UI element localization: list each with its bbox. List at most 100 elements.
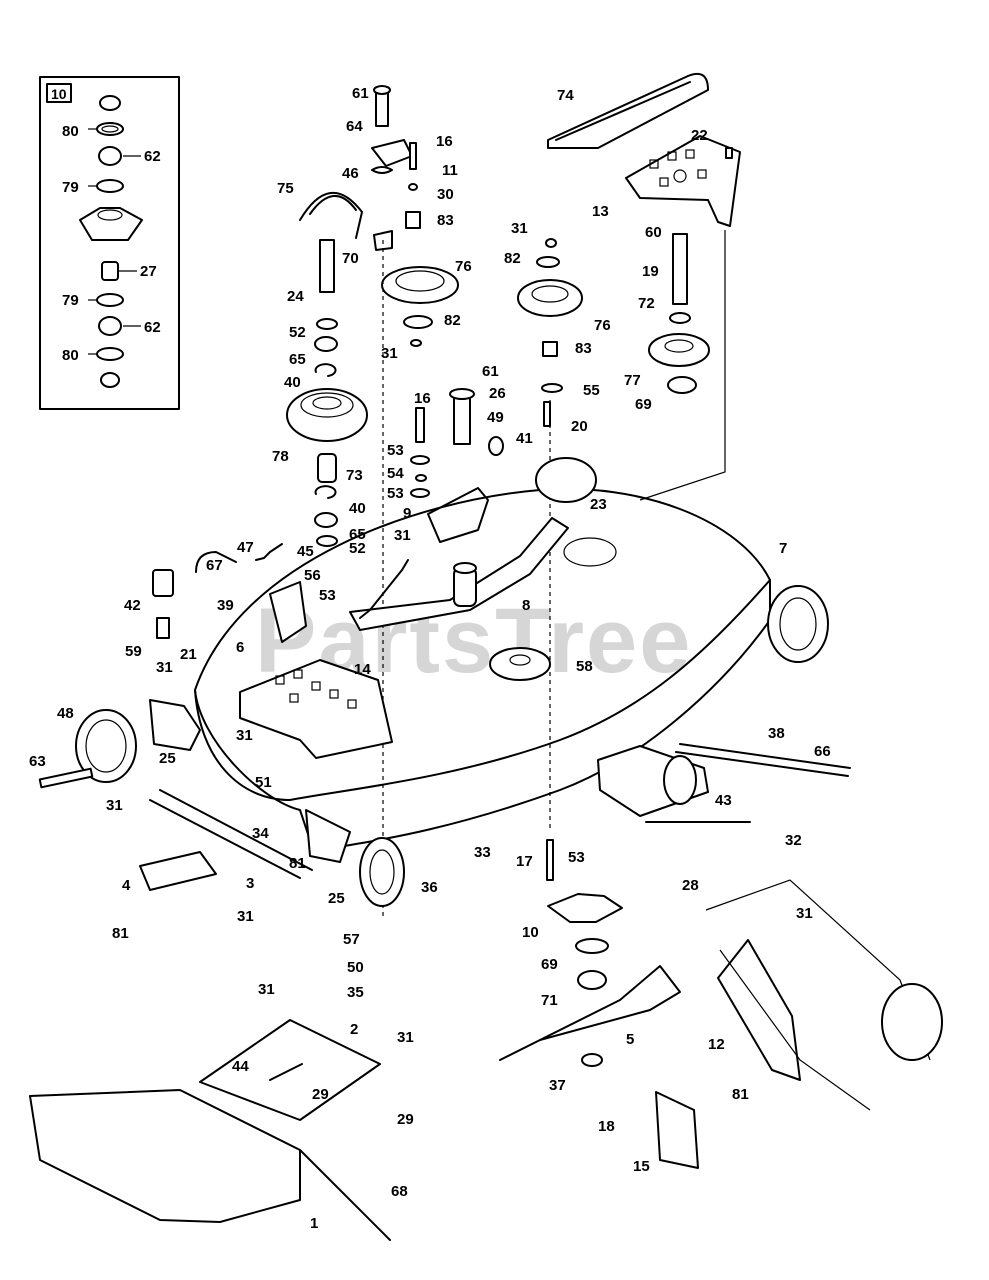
callout-29: 29 (312, 1086, 329, 1103)
callout-62: 62 (144, 148, 161, 165)
callout-48: 48 (57, 705, 74, 722)
callout-31: 31 (106, 797, 123, 814)
anti-scalp-43 (597, 743, 851, 823)
callout-44: 44 (232, 1058, 249, 1075)
callout-51: 51 (255, 774, 272, 791)
callout-68: 68 (391, 1183, 408, 1200)
callout-16: 16 (436, 133, 453, 150)
callout-72: 72 (638, 295, 655, 312)
discharge-guard-12 (705, 879, 943, 1111)
callout-labels: 80 62 79 27 79 62 80 61 64 16 11 46 30 8… (29, 85, 831, 1232)
callout-83: 83 (575, 340, 592, 357)
callout-39: 39 (217, 597, 234, 614)
callout-31: 31 (796, 905, 813, 922)
callout-12: 12 (708, 1036, 725, 1053)
wheel-48 (38, 699, 201, 789)
callout-31: 31 (258, 981, 275, 998)
callout-21: 21 (180, 646, 197, 663)
blade-5 (499, 965, 681, 1061)
callout-69: 69 (541, 956, 558, 973)
bracket-39 (269, 581, 307, 643)
callout-23: 23 (590, 496, 607, 513)
callout-79: 79 (62, 179, 79, 196)
callout-80: 80 (62, 123, 79, 140)
callout-65: 65 (289, 351, 306, 368)
callout-9: 9 (403, 505, 411, 522)
inset-tag: 10 (51, 86, 67, 102)
belt-cover-14 (239, 659, 393, 759)
callout-45: 45 (297, 543, 314, 560)
belt-74 (547, 72, 709, 149)
callout-24: 24 (287, 288, 304, 305)
callout-22: 22 (691, 127, 708, 144)
callout-34: 34 (252, 825, 269, 842)
callout-3: 3 (246, 875, 254, 892)
callout-25: 25 (328, 890, 345, 907)
bracket-15 (655, 1091, 699, 1169)
callout-2: 2 (350, 1021, 358, 1038)
callout-79: 79 (62, 292, 79, 309)
callout-40: 40 (284, 374, 301, 391)
callout-62: 62 (144, 319, 161, 336)
callout-35: 35 (347, 984, 364, 1001)
callout-52: 52 (289, 324, 306, 341)
callout-63: 63 (29, 753, 46, 770)
bracket-13 (625, 135, 741, 227)
callout-64: 64 (346, 118, 363, 135)
callout-4: 4 (122, 877, 131, 894)
callout-58: 58 (576, 658, 593, 675)
callout-1: 1 (310, 1215, 318, 1232)
callout-40: 40 (349, 500, 366, 517)
callout-73: 73 (346, 467, 363, 484)
callout-60: 60 (645, 224, 662, 241)
callout-15: 15 (633, 1158, 650, 1175)
callout-18: 18 (598, 1118, 615, 1135)
callout-17: 17 (516, 853, 533, 870)
pulley-stack-far-right (639, 230, 726, 501)
callout-42: 42 (124, 597, 141, 614)
callout-75: 75 (277, 180, 294, 197)
inset-tag-box (46, 83, 72, 103)
callout-20: 20 (571, 418, 588, 435)
rear-wheel-right (767, 585, 829, 663)
callout-13: 13 (592, 203, 609, 220)
callout-43: 43 (715, 792, 732, 809)
spring-47 (255, 543, 283, 561)
callout-31: 31 (156, 659, 173, 676)
callout-81: 81 (112, 925, 129, 942)
callout-31: 31 (236, 727, 253, 744)
pulley-stack-right (517, 238, 583, 830)
callout-57: 57 (343, 931, 360, 948)
callout-32: 32 (785, 832, 802, 849)
callout-31: 31 (511, 220, 528, 237)
callout-8: 8 (522, 597, 530, 614)
callout-78: 78 (272, 448, 289, 465)
callout-31: 31 (237, 908, 254, 925)
callout-5: 5 (626, 1031, 634, 1048)
callout-82: 82 (504, 250, 521, 267)
callout-19: 19 (642, 263, 659, 280)
callout-61: 61 (352, 85, 369, 102)
callout-27: 27 (140, 263, 157, 280)
callout-25: 25 (159, 750, 176, 767)
callout-54: 54 (387, 465, 404, 482)
callout-53: 53 (387, 442, 404, 459)
callout-47: 47 (237, 539, 254, 556)
callout-16: 16 (414, 390, 431, 407)
callout-31: 31 (397, 1029, 414, 1046)
callout-66: 66 (814, 743, 831, 760)
callout-76: 76 (594, 317, 611, 334)
callout-53: 53 (387, 485, 404, 502)
callout-53: 53 (319, 587, 336, 604)
callout-31: 31 (394, 527, 411, 544)
callout-56: 56 (304, 567, 321, 584)
inset-frame (39, 76, 180, 410)
front-rail (149, 789, 313, 879)
idler-stack-left (371, 85, 459, 920)
callout-61: 61 (482, 363, 499, 380)
callout-77: 77 (624, 372, 641, 389)
callout-67: 67 (206, 557, 223, 574)
clutch-58 (489, 647, 551, 681)
pulley-stack-left (286, 239, 368, 547)
